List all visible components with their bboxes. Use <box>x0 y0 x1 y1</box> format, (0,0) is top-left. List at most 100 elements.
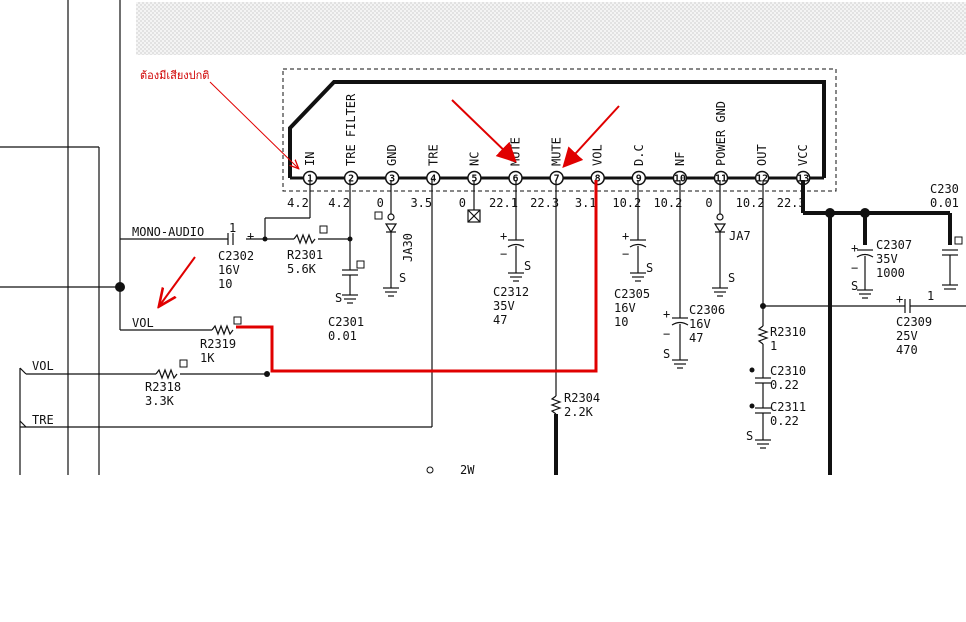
r2304-value: 2.2K <box>564 405 594 419</box>
tre-net <box>20 180 433 428</box>
c2305-minus: − <box>622 247 629 261</box>
c2305-voltage: 16V <box>614 301 636 315</box>
c2311-name: C2311 <box>770 400 806 414</box>
c2310-value: 0.22 <box>770 378 799 392</box>
c2307-minus: − <box>851 261 858 275</box>
c2302-name: C2302 <box>218 249 254 263</box>
pin-name-label: MUTE <box>550 137 564 166</box>
pin-circle <box>713 170 729 186</box>
c2306-plus: + <box>663 307 670 321</box>
r2319-name: R2319 <box>200 337 236 351</box>
pin-name-label: NC <box>467 152 481 166</box>
polarity-one: 1 <box>229 221 236 235</box>
ground-label: S <box>746 429 753 443</box>
pin-name-label: IN <box>303 152 317 166</box>
r2310-value: 1 <box>770 339 777 353</box>
c2312-value: 47 <box>493 313 507 327</box>
junction-c2301 <box>347 236 353 242</box>
c2312-minus: − <box>500 247 507 261</box>
arrow-to-vol <box>160 256 196 305</box>
junction-vcc <box>825 208 835 218</box>
bottom-note: 2W <box>426 463 475 477</box>
pin-number: 12 <box>756 174 768 185</box>
pin-name-label: NF <box>673 152 687 166</box>
ic-body <box>288 80 826 178</box>
pin-number: 10 <box>674 174 686 185</box>
pin-voltage-label: 4.2 <box>287 196 309 210</box>
pin-number: 2 <box>348 174 354 185</box>
ic-outline <box>282 68 837 192</box>
polarity-plus: + <box>247 229 254 243</box>
ja30-label: JA30 <box>401 233 415 262</box>
pin-voltage-label: 3.1 <box>575 196 597 210</box>
ground-label: S <box>646 261 653 275</box>
pin-voltage-label: 22.1 <box>489 196 518 210</box>
c2306-minus: − <box>663 327 670 341</box>
ic-pin-9: 9D.C10.2 <box>612 144 647 210</box>
c2310-name: C2310 <box>770 364 806 378</box>
net-label-mono-audio: MONO-AUDIO <box>132 225 204 239</box>
test-point-icon <box>374 211 383 220</box>
c2307-plus: + <box>851 241 858 255</box>
c2306-value: 47 <box>689 331 703 345</box>
ja7-label: JA7 <box>729 229 751 243</box>
ground-label: S <box>851 279 858 293</box>
pin-circle <box>343 170 359 186</box>
r2301-name: R2301 <box>287 248 323 262</box>
pin-number: 1 <box>307 174 313 185</box>
ic-pin-1: 1 IN 4.2 <box>287 152 318 210</box>
c2305-plus: + <box>622 229 629 243</box>
pin-name-label: VOL <box>591 144 605 166</box>
r2304-network <box>550 180 562 415</box>
ground-label: S <box>399 271 406 285</box>
c2301-name: C2301 <box>328 315 364 329</box>
pin-voltage-label: 10.2 <box>612 196 641 210</box>
pin-voltage-label: 0 <box>377 196 384 210</box>
ic-pin-4: 4 TRE 3.5 <box>410 144 441 210</box>
net-label-tre: TRE <box>32 413 54 427</box>
ic-pin-8: 8 VOL 3.1 <box>575 144 605 210</box>
pin-name-label: D.C <box>632 144 646 166</box>
c2306-voltage: 16V <box>689 317 711 331</box>
pin-number: 5 <box>471 174 477 185</box>
r2318-value: 3.3K <box>145 394 175 408</box>
pin-number: 3 <box>389 174 395 185</box>
frame-lines <box>0 0 121 475</box>
pin-name-label: TRE <box>426 144 440 166</box>
pin-number: 11 <box>715 174 727 185</box>
pin-number: 4 <box>430 174 436 185</box>
pin-name-label: VCC <box>796 144 810 166</box>
nc-marker <box>467 180 481 223</box>
polarity-dot <box>749 367 755 373</box>
r2304-name: R2304 <box>564 391 600 405</box>
junction-r2301 <box>262 236 268 242</box>
c2301-value: 0.01 <box>328 329 357 343</box>
pin-name-label: OUT <box>755 144 769 166</box>
c2307-network <box>856 249 958 299</box>
net-label-vol-left: VOL <box>32 359 54 373</box>
c2312-plus: + <box>500 229 507 243</box>
pin-circle <box>631 170 647 186</box>
c2309-name: C2309 <box>896 315 932 329</box>
polarity-dot <box>749 403 755 409</box>
r2319-value: 1K <box>200 351 215 365</box>
net-label-vol: VOL <box>132 316 154 330</box>
pin-number: 8 <box>595 174 601 185</box>
c2306-name: C2306 <box>689 303 725 317</box>
pin-voltage-label: 3.5 <box>410 196 432 210</box>
ground-label: S <box>524 259 531 273</box>
pin-number: 6 <box>512 174 518 185</box>
c2312-name: C2312 <box>493 285 529 299</box>
input-network <box>120 180 358 304</box>
pin-voltage-label: 22.3 <box>530 196 559 210</box>
c2307-value: 1000 <box>876 266 905 280</box>
